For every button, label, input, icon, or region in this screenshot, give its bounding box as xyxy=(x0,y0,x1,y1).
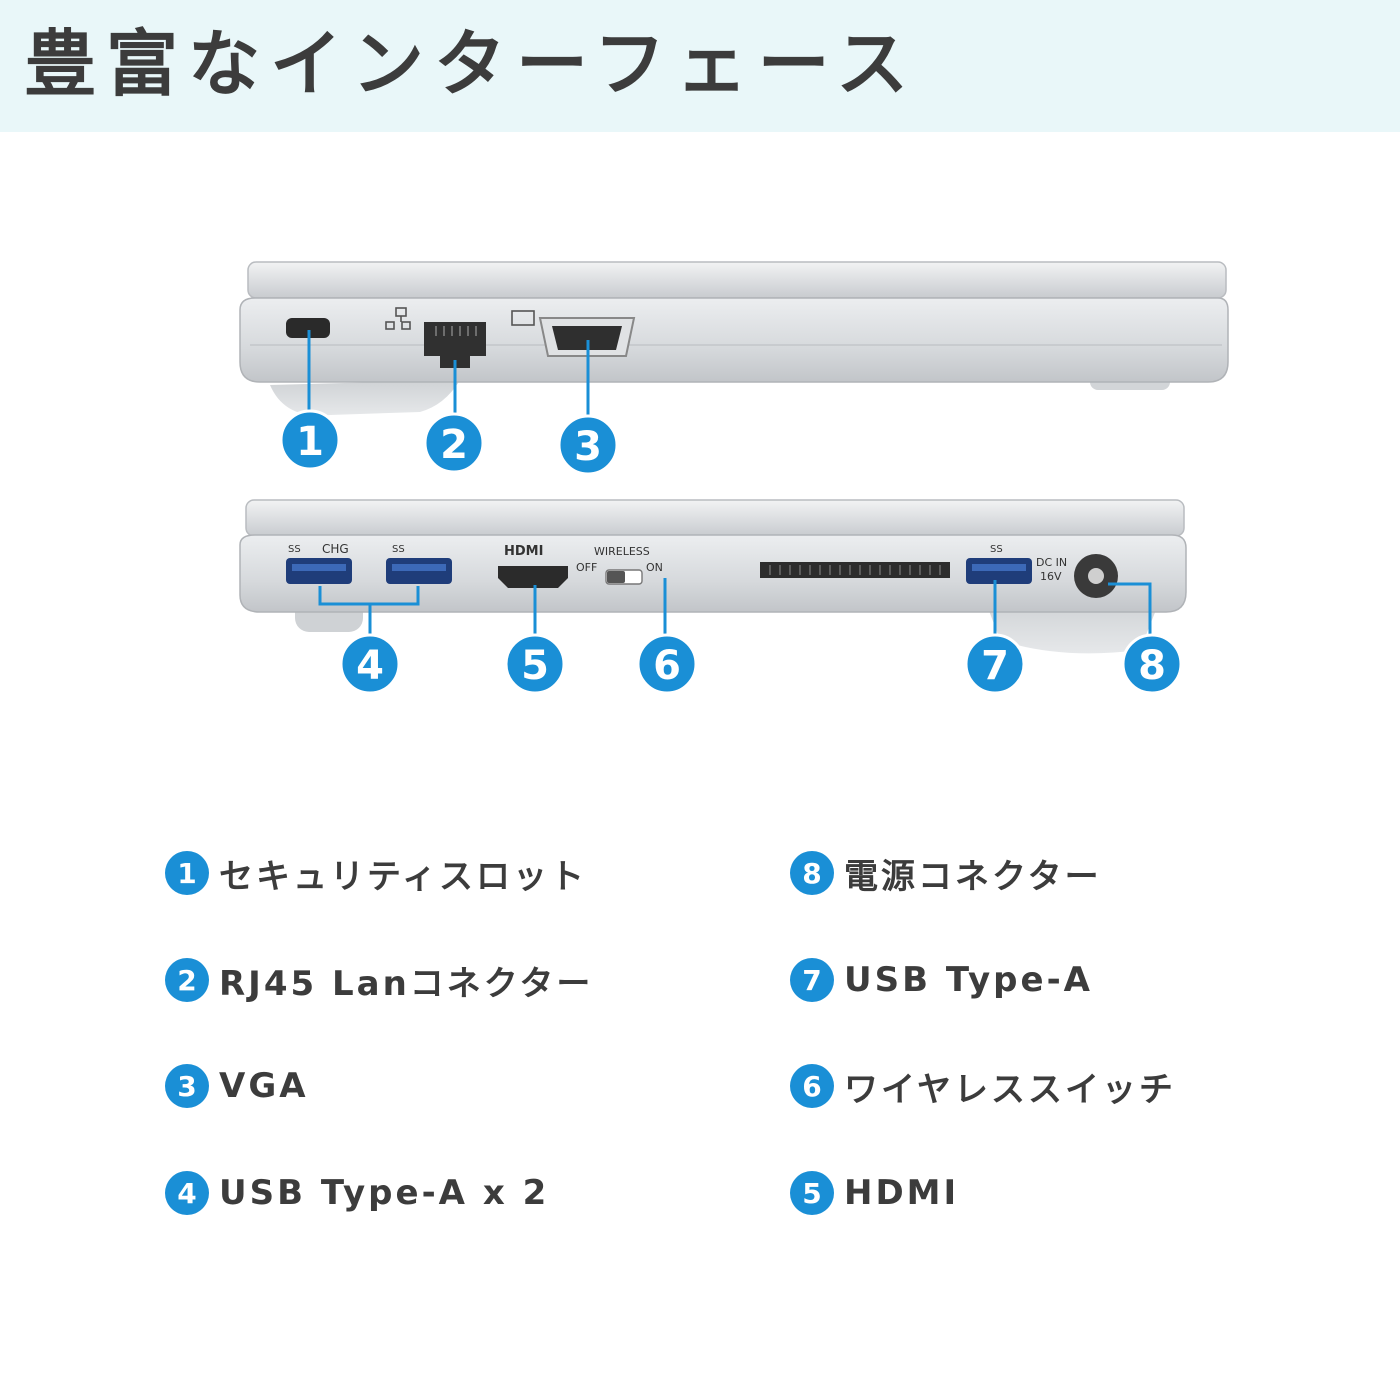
usb-ss-label: SS xyxy=(288,544,301,555)
callout-marker-6: 6 xyxy=(636,633,698,695)
laptop-body xyxy=(239,534,1187,613)
laptop-side-right: SS CHG SS HDMI WIRELESS OFF ON SS xyxy=(239,499,1187,654)
legend-number-badge: 8 xyxy=(790,851,834,895)
legend-label: USB Type-A x 2 xyxy=(219,1173,550,1213)
svg-text:3: 3 xyxy=(574,424,602,470)
hdmi-logo-label: HDMI xyxy=(504,544,543,559)
wireless-off-label: OFF xyxy=(576,561,597,574)
legend-number-badge: 6 xyxy=(790,1064,834,1108)
callout-marker-7: 7 xyxy=(964,633,1026,695)
wireless-on-label: ON xyxy=(646,561,663,574)
legend-item-usb-type-a: 7 USB Type-A xyxy=(790,955,1093,1005)
legend-label: セキュリティスロット xyxy=(219,856,587,897)
vent-grille xyxy=(760,562,950,578)
legend-label: ワイヤレススイッチ xyxy=(844,1069,1176,1110)
network-icon xyxy=(385,307,411,330)
legend-item-vga: 3 VGA xyxy=(165,1061,309,1111)
svg-text:5: 5 xyxy=(521,643,549,689)
legend-item-security-slot: 1 セキュリティスロット xyxy=(165,848,587,898)
legend-label: VGA xyxy=(219,1066,309,1106)
rj45-lan-port xyxy=(424,322,486,368)
svg-text:7: 7 xyxy=(981,643,1009,689)
monitor-icon xyxy=(511,310,535,326)
callout-marker-4: 4 xyxy=(339,633,401,695)
dc-in-label: DC IN xyxy=(1036,556,1067,569)
callout-marker-2: 2 xyxy=(423,412,485,474)
legend-label: USB Type-A xyxy=(844,960,1093,1000)
svg-text:2: 2 xyxy=(440,422,468,468)
laptop-foot xyxy=(270,380,460,416)
legend-number-badge: 5 xyxy=(790,1171,834,1215)
svg-text:8: 8 xyxy=(1138,643,1166,689)
legend-item-usb-type-a-x2: 4 USB Type-A x 2 xyxy=(165,1168,549,1218)
callout-marker-5: 5 xyxy=(504,633,566,695)
laptop-side-left xyxy=(239,261,1229,420)
legend-number-badge: 1 xyxy=(165,851,209,895)
legend-label: 電源コネクター xyxy=(844,856,1102,897)
laptop-lid xyxy=(247,261,1227,299)
laptop-foot xyxy=(985,600,1160,654)
legend-label: HDMI xyxy=(844,1173,960,1213)
page-header: 豊富なインターフェース xyxy=(0,0,1400,132)
wireless-label: WIRELESS xyxy=(594,545,650,558)
usb-ss-label: SS xyxy=(990,544,1003,555)
legend-item-hdmi: 5 HDMI xyxy=(790,1168,959,1218)
legend-number-badge: 3 xyxy=(165,1064,209,1108)
legend-item-rj45-lan: 2 RJ45 Lanコネクター xyxy=(165,955,593,1005)
legend-item-wireless-switch: 6 ワイヤレススイッチ xyxy=(790,1061,1176,1111)
legend-item-power-connector: 8 電源コネクター xyxy=(790,848,1102,898)
security-slot-port xyxy=(286,318,330,338)
page-title: 豊富なインターフェース xyxy=(24,22,919,106)
callout-marker-8: 8 xyxy=(1121,633,1183,695)
usb-ss-label: SS xyxy=(392,544,405,555)
laptop-body xyxy=(239,297,1229,383)
legend-number-badge: 4 xyxy=(165,1171,209,1215)
legend-number-badge: 7 xyxy=(790,958,834,1002)
laptop-ports-figure: SS CHG SS HDMI WIRELESS OFF ON SS xyxy=(239,261,1229,695)
svg-text:1: 1 xyxy=(296,419,324,465)
svg-text:6: 6 xyxy=(653,643,681,689)
laptop-lid xyxy=(245,499,1185,537)
dc-voltage-label: 16V xyxy=(1040,570,1062,583)
usb-chg-label: CHG xyxy=(322,542,349,556)
svg-text:4: 4 xyxy=(356,643,384,689)
callout-marker-3: 3 xyxy=(557,414,619,476)
hdmi-port xyxy=(498,566,568,588)
legend-label: RJ45 Lanコネクター xyxy=(219,963,594,1004)
legend-number-badge: 2 xyxy=(165,958,209,1002)
callout-marker-1: 1 xyxy=(279,409,341,471)
